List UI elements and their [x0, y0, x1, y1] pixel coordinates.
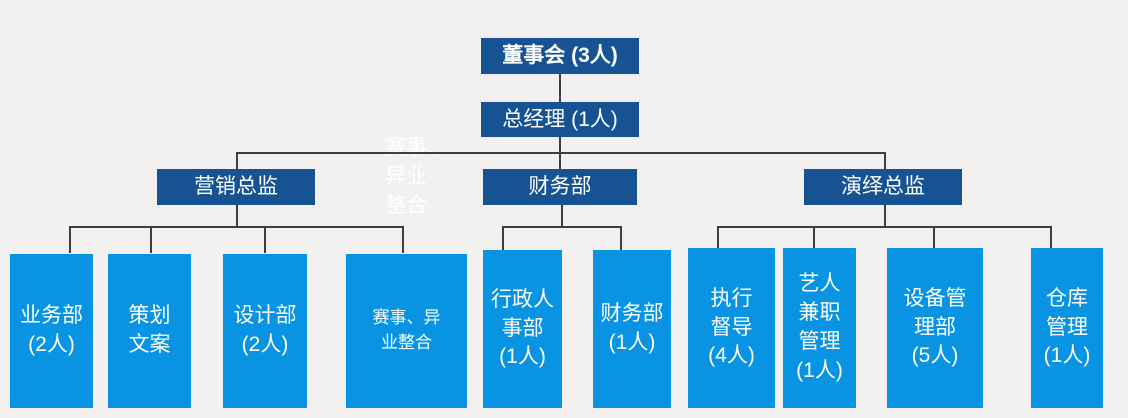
connector-line — [561, 205, 563, 227]
node-design-dept: 设计部 (2人) — [223, 254, 307, 408]
connector-line — [264, 226, 266, 253]
node-planning-copy: 策划 文案 — [108, 254, 191, 408]
node-admin-hr: 行政人 事部 (1人) — [483, 250, 562, 408]
connector-line — [884, 205, 886, 227]
connector-line — [502, 226, 504, 250]
connector-line — [933, 226, 935, 248]
connector-line — [884, 152, 886, 170]
connector-line — [502, 226, 622, 228]
connector-line — [236, 205, 238, 227]
connector-line — [559, 74, 561, 102]
node-performance-director: 演绎总监 — [804, 169, 962, 205]
connector-line — [236, 152, 886, 154]
connector-line — [402, 226, 404, 253]
connector-line — [813, 226, 815, 248]
ghost-text-events-integration: 赛事、 异业 整合 — [385, 136, 448, 217]
connector-line — [69, 226, 404, 228]
connector-line — [717, 226, 719, 248]
node-finance-sub: 财务部 (1人) — [593, 250, 671, 408]
node-events-integration: 赛事、异 业整合 — [346, 254, 467, 408]
connector-line — [1050, 226, 1052, 248]
connector-line — [150, 226, 152, 253]
node-board: 董事会 (3人) — [481, 38, 639, 74]
connector-line — [559, 137, 561, 153]
node-equipment-mgmt: 设备管 理部 (5人) — [887, 248, 983, 408]
node-execution-supervision: 执行 督导 (4人) — [688, 248, 775, 408]
connector-line — [69, 226, 71, 253]
connector-line — [559, 152, 561, 170]
connector-line — [236, 152, 238, 170]
connector-line — [717, 226, 1052, 228]
node-warehouse-mgmt: 仓库 管理 (1人) — [1031, 248, 1103, 408]
node-general-manager: 总经理 (1人) — [481, 102, 639, 137]
connector-line — [620, 226, 622, 250]
node-artist-parttime: 艺人 兼职 管理 (1人) — [783, 248, 856, 408]
node-marketing-director: 营销总监 — [157, 169, 315, 205]
node-finance-dept: 财务部 — [483, 169, 637, 205]
node-business-dept: 业务部 (2人) — [10, 254, 93, 408]
